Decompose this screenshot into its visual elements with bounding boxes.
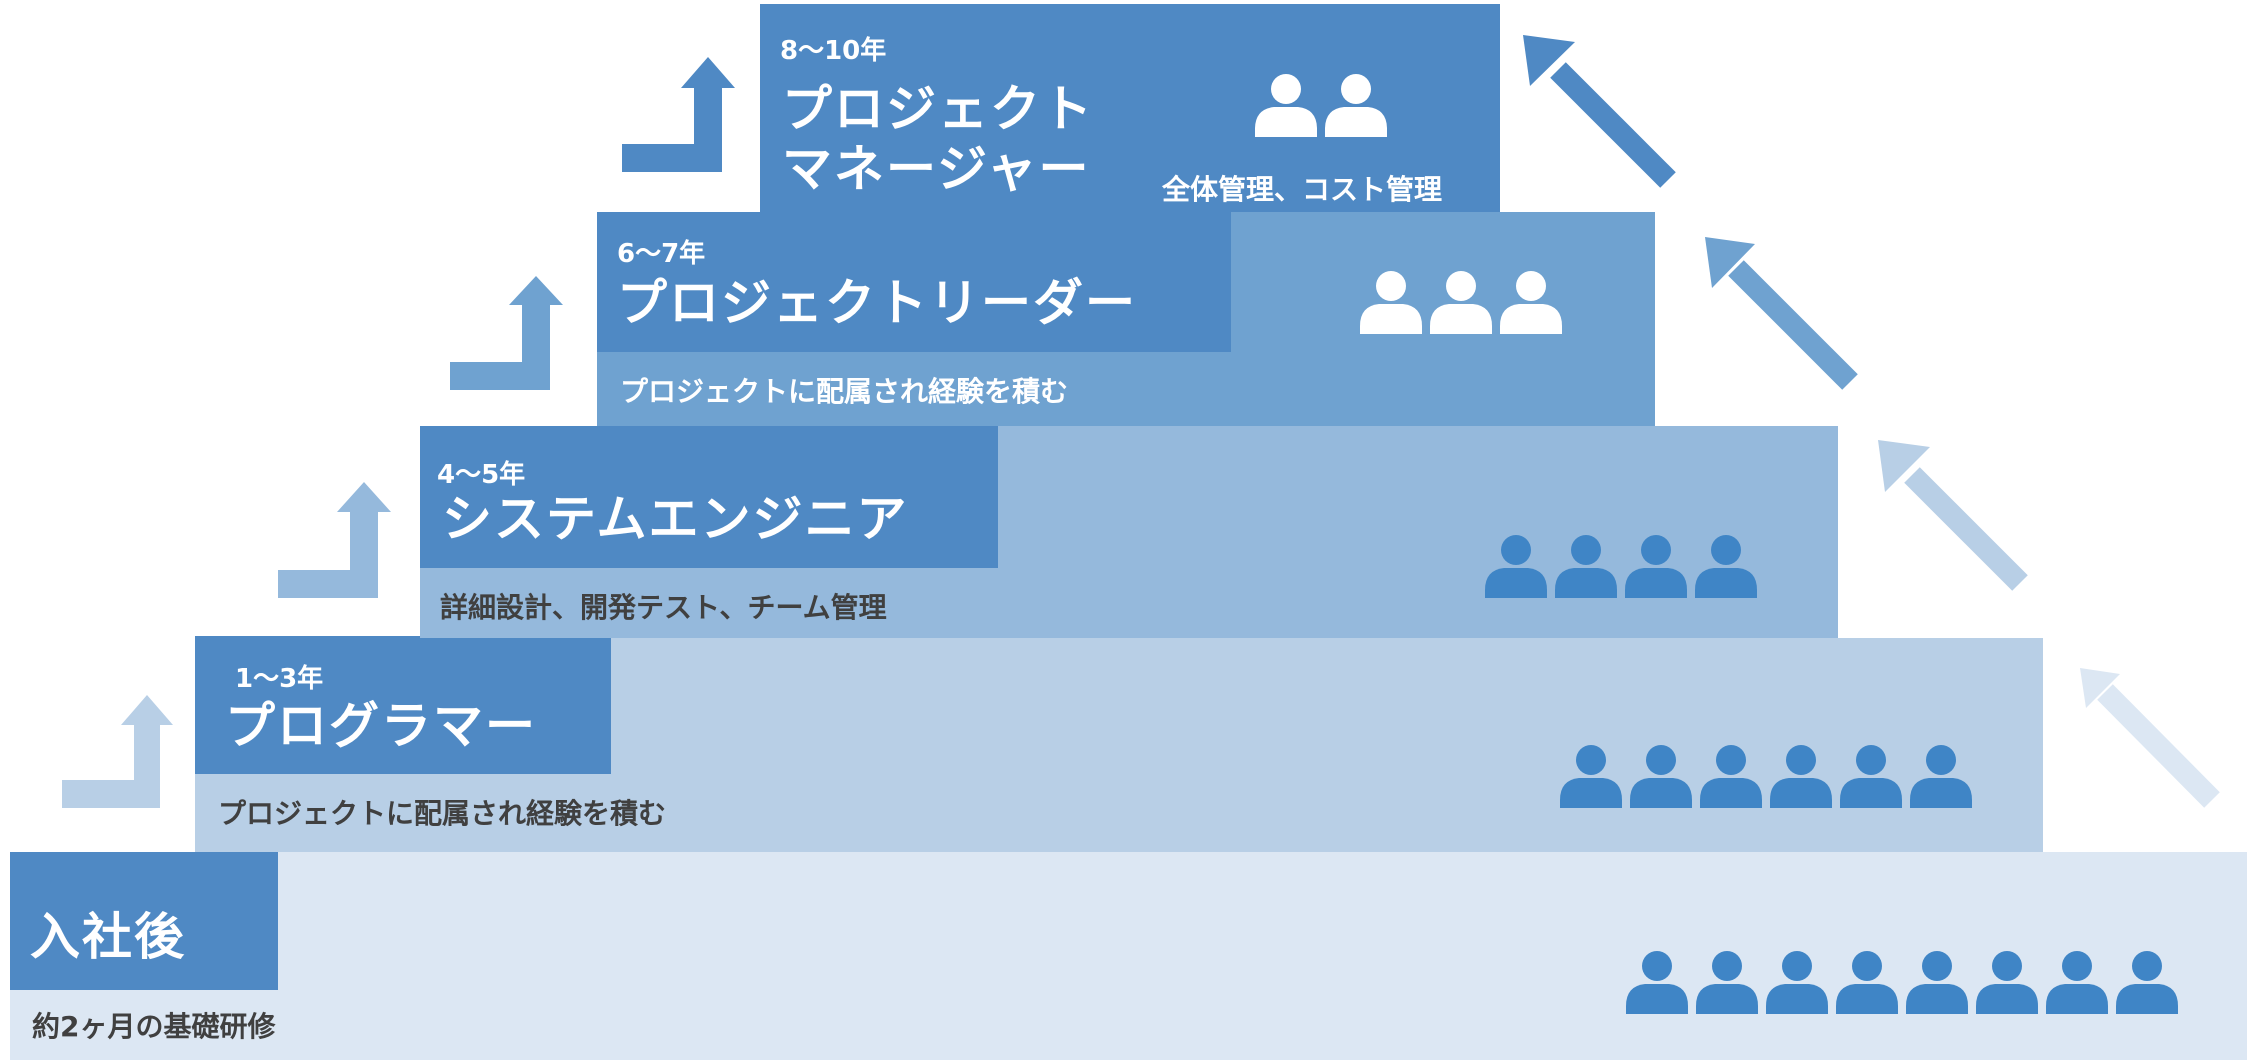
tier-entry-subtitle: 約2ヶ月の基礎研修 (32, 1010, 276, 1043)
person-icon (1430, 271, 1492, 334)
tier-project-manager-title-line2: マネージャー (782, 140, 1091, 198)
tier-project-manager (760, 4, 1500, 212)
tier-entry-people (1625, 950, 2179, 1016)
person-icon (1770, 745, 1832, 808)
person-icon (1360, 271, 1422, 334)
tier-project-manager-years: 8～10年 (780, 36, 887, 66)
step-up-arrow-icon-2 (278, 482, 391, 598)
diagonal-arrow-icon-1 (2080, 668, 2220, 808)
diagonal-arrow-icon-4 (1523, 35, 1676, 188)
tier-project-leader-people (1359, 270, 1563, 336)
tier-programmer-title: プログラマー (225, 697, 537, 755)
tier-programmer-people (1559, 744, 1973, 810)
tier-project-manager-subtitle: 全体管理、コスト管理 (1162, 173, 1443, 206)
person-icon (1500, 271, 1562, 334)
person-icon (1976, 951, 2038, 1014)
step-up-arrow-icon-3 (450, 276, 563, 390)
person-icon (1560, 745, 1622, 808)
step-up-arrow-icon-4 (622, 57, 735, 172)
person-icon (1625, 535, 1687, 598)
step-up-arrow-icon-1 (62, 695, 173, 808)
tier-project-leader-title-box (597, 212, 1231, 352)
person-icon (1910, 745, 1972, 808)
tier-project-leader-title: プロジェクトリーダー (617, 274, 1137, 332)
tier-entry-title: 入社後 (30, 908, 186, 966)
tier-programmer-subtitle: プロジェクトに配属され経験を積む (218, 797, 667, 830)
tier-system-engineer-title: システムエンジニア (442, 490, 909, 548)
tier-project-leader-subtitle: プロジェクトに配属され経験を積む (620, 375, 1069, 408)
tier-system-engineer-people (1484, 534, 1758, 600)
person-icon (1766, 951, 1828, 1014)
tier-system-engineer-title-box (420, 426, 998, 568)
person-icon (2116, 951, 2178, 1014)
person-icon (1555, 535, 1617, 598)
diagonal-arrow-icon-3 (1705, 237, 1858, 390)
person-icon (1325, 74, 1387, 137)
tier-entry-title-box (10, 852, 278, 990)
diagonal-arrow-icon-2 (1878, 440, 2028, 591)
person-icon (1696, 951, 1758, 1014)
person-icon (1626, 951, 1688, 1014)
person-icon (2046, 951, 2108, 1014)
tier-programmer-title-box (195, 636, 611, 774)
tier-project-leader-years: 6～7年 (617, 239, 706, 269)
person-icon (1485, 535, 1547, 598)
person-icon (1255, 74, 1317, 137)
tier-project-manager-people (1254, 73, 1388, 139)
tier-system-engineer-years: 4～5年 (437, 460, 526, 490)
person-icon (1906, 951, 1968, 1014)
tier-system-engineer-subtitle: 詳細設計、開発テスト、チーム管理 (440, 591, 887, 624)
tier-programmer-years: 1～3年 (235, 664, 324, 694)
tier-project-manager-title-line1: プロジェクト (782, 80, 1094, 138)
person-icon (1840, 745, 1902, 808)
person-icon (1836, 951, 1898, 1014)
person-icon (1695, 535, 1757, 598)
person-icon (1630, 745, 1692, 808)
person-icon (1700, 745, 1762, 808)
